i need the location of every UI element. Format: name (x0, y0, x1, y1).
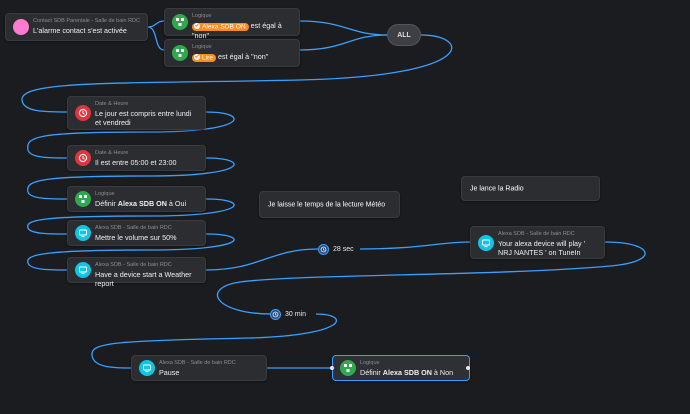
delay-label: 28 sec (333, 245, 354, 253)
card-category: Alexa SDB - Salle de bain RDC (159, 360, 236, 366)
variable-pill[interactable]: Alexa SDB ON (192, 22, 249, 31)
card-text: Pause (159, 368, 180, 377)
clock-icon (75, 150, 91, 166)
condition-card-lire[interactable]: Logique Lire est égal à "non" (164, 39, 300, 67)
card-category: Logique (360, 360, 380, 366)
alexa-device-icon (139, 360, 155, 376)
alexa-device-icon (478, 234, 494, 251)
volume-card[interactable]: Alexa SDB - Salle de bain RDC Mettre le … (67, 220, 206, 246)
card-text: Have a device start a Weather report (95, 270, 192, 288)
logic-icon (172, 45, 188, 61)
card-category: Alexa SDB - Salle de bain RDC (95, 225, 172, 231)
card-category: Logique (192, 13, 212, 19)
set-alexa-off-card[interactable]: Logique Définir Alexa SDB ON à Non (332, 355, 470, 381)
time-range-card[interactable]: Date & Heure Il est entre 05:00 et 23:00 (67, 145, 206, 171)
condition-card-alexa-sdb-on[interactable]: Logique Alexa SDB ON est égal à "non" (164, 8, 300, 40)
logic-icon (340, 360, 356, 376)
card-text: Alexa SDB ON est égal à "non" (192, 21, 282, 40)
output-handle[interactable] (466, 366, 470, 370)
wire-delay-1-to-radio (359, 241, 471, 250)
card-text: Définir Alexa SDB ON à Non (360, 368, 454, 377)
all-logic-node[interactable]: ALL (387, 24, 421, 46)
card-text: Il est entre 05:00 et 23:00 (95, 158, 177, 167)
card-text: Mettre le volume sur 50% (95, 233, 177, 242)
wire-condition-1-to-all (299, 20, 388, 36)
alexa-device-icon (75, 225, 91, 241)
trigger-card[interactable]: Contact SDB Parentale - Salle de bain RD… (5, 13, 148, 41)
delay-node-30-min[interactable]: 30 min (270, 307, 316, 321)
check-icon (194, 53, 200, 60)
clock-icon (270, 308, 281, 320)
wire-trigger-to-condition-1 (147, 20, 165, 28)
delay-node-28-sec[interactable]: 28 sec (318, 242, 360, 256)
weekday-card[interactable]: Date & Heure Le jour est compris entre l… (67, 96, 206, 130)
weather-report-card[interactable]: Alexa SDB - Salle de bain RDC Have a dev… (67, 257, 206, 288)
card-text: L'alarme contact s'est activée (33, 26, 127, 35)
card-category: Alexa SDB - Salle de bain RDC (95, 262, 172, 268)
note-meteo[interactable]: Je laisse le temps de la lecture Météo (259, 191, 400, 218)
card-category: Alexa SDB - Salle de bain RDC (498, 231, 575, 237)
card-category: Logique (192, 44, 212, 50)
alexa-device-icon (75, 262, 91, 278)
contact-sensor-icon (13, 19, 29, 35)
radio-play-card[interactable]: Alexa SDB - Salle de bain RDC Your alexa… (470, 226, 605, 259)
note-text: Je lance la Radio (470, 185, 524, 192)
card-category: Date & Heure (95, 150, 129, 156)
pause-card[interactable]: Alexa SDB - Salle de bain RDC Pause (131, 355, 267, 381)
logic-icon (75, 191, 91, 207)
input-handle[interactable] (330, 366, 334, 370)
clock-icon (75, 105, 91, 121)
card-category: Logique (95, 191, 115, 197)
card-text: Définir Alexa SDB ON à Oui (95, 199, 187, 208)
set-alexa-on-card[interactable]: Logique Définir Alexa SDB ON à Oui (67, 186, 206, 212)
card-text: Your alexa device will play ' NRJ NANTES… (498, 239, 586, 257)
card-text: Lire est égal à "non" (192, 52, 293, 62)
wire-trigger-to-condition-2 (147, 26, 165, 51)
clock-icon (318, 243, 329, 255)
note-text: Je laisse le temps de la lecture Météo (268, 201, 386, 208)
card-text: Le jour est compris entre lundi et vendr… (95, 109, 192, 127)
card-category: Contact SDB Parentale - Salle de bain RD… (33, 18, 140, 24)
wire-condition-2-to-all (299, 34, 388, 51)
delay-label: 30 min (285, 310, 307, 318)
note-radio[interactable]: Je lance la Radio (461, 176, 600, 201)
logic-icon (172, 14, 188, 30)
variable-pill[interactable]: Lire (192, 53, 216, 62)
card-category: Date & Heure (95, 101, 129, 107)
wire-weather-to-delay-1 (205, 248, 319, 271)
check-icon (194, 22, 200, 29)
